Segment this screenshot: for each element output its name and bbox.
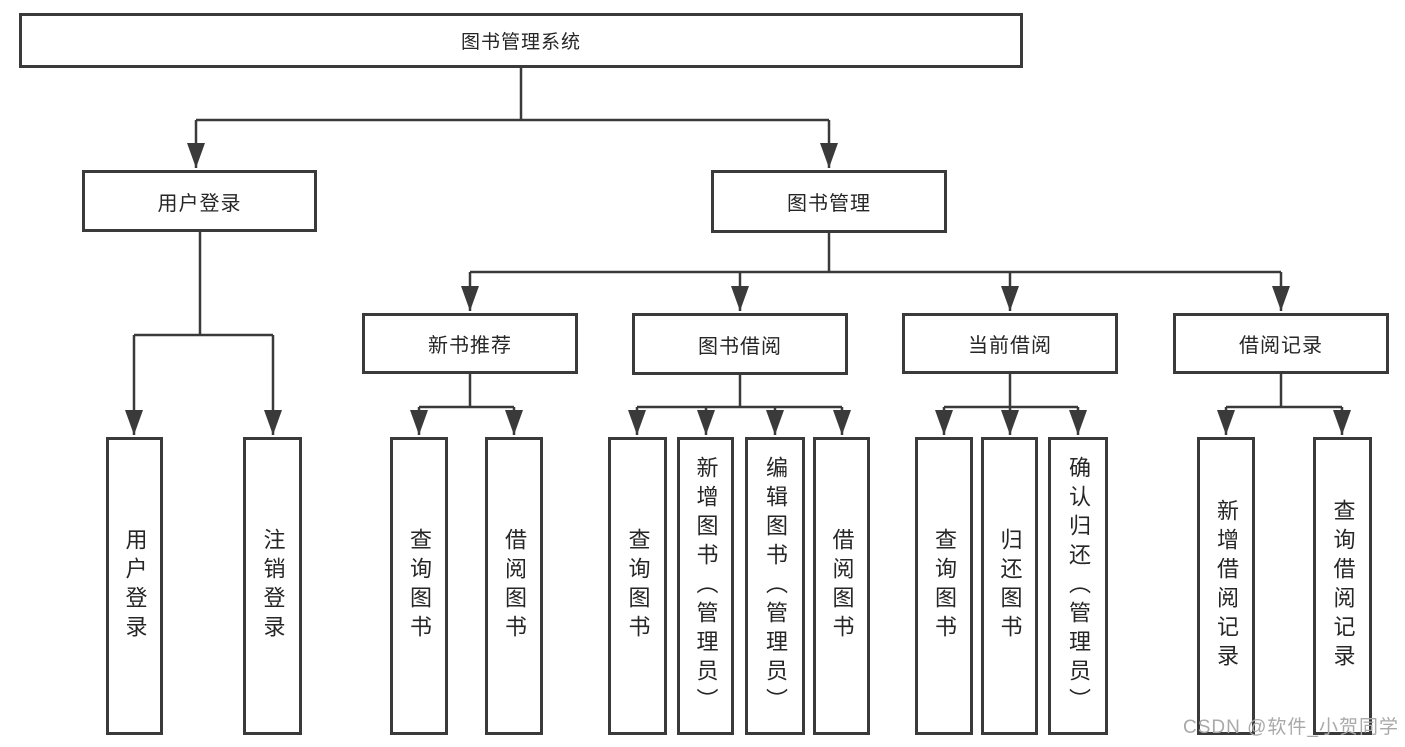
watermark: CSDN @软件_小贺同学 [1183, 717, 1399, 738]
node-book-mgmt: 图书管理 [711, 170, 947, 233]
leaf-label: 借阅图书 [829, 528, 855, 644]
leaf-query-books-borrow: 查询图书 [608, 437, 667, 735]
leaf-return-books: 归还图书 [981, 437, 1038, 735]
leaf-label: 新增图书（管理员） [693, 455, 719, 717]
leaf-label: 新增借阅记录 [1214, 499, 1239, 673]
leaf-label: 查询图书 [625, 528, 651, 644]
leaf-label: 用户登录 [122, 528, 148, 644]
node-borrow-records: 借阅记录 [1173, 313, 1389, 374]
leaf-label: 注销登录 [260, 528, 286, 644]
leaf-query-books-recommend: 查询图书 [390, 437, 448, 735]
node-book-borrow: 图书借阅 [632, 313, 848, 375]
leaf-borrow-books-recommend: 借阅图书 [485, 437, 543, 735]
leaf-query-books-current: 查询图书 [915, 437, 973, 735]
leaf-confirm-return-admin: 确认归还（管理员） [1048, 437, 1108, 735]
leaf-edit-books-admin: 编辑图书（管理员） [745, 437, 805, 735]
leaf-label: 归还图书 [997, 528, 1023, 644]
leaf-label: 确认归还（管理员） [1066, 455, 1091, 717]
node-new-book-recommend: 新书推荐 [362, 313, 578, 374]
node-user-login: 用户登录 [82, 170, 317, 232]
leaf-add-books-admin: 新增图书（管理员） [677, 437, 734, 735]
leaf-borrow-books: 借阅图书 [813, 437, 870, 735]
leaf-label: 查询图书 [932, 528, 957, 644]
leaf-label: 查询图书 [407, 528, 432, 644]
leaf-logout: 注销登录 [243, 437, 302, 735]
leaf-label: 编辑图书（管理员） [763, 455, 788, 717]
leaf-user-login: 用户登录 [106, 437, 163, 735]
leaf-label: 查询借阅记录 [1330, 499, 1356, 673]
leaf-add-borrow-record: 新增借阅记录 [1197, 437, 1255, 735]
leaf-query-borrow-record: 查询借阅记录 [1313, 437, 1372, 735]
node-root: 图书管理系统 [19, 13, 1023, 68]
node-current-borrow: 当前借阅 [902, 313, 1118, 374]
leaf-label: 借阅图书 [502, 528, 527, 644]
